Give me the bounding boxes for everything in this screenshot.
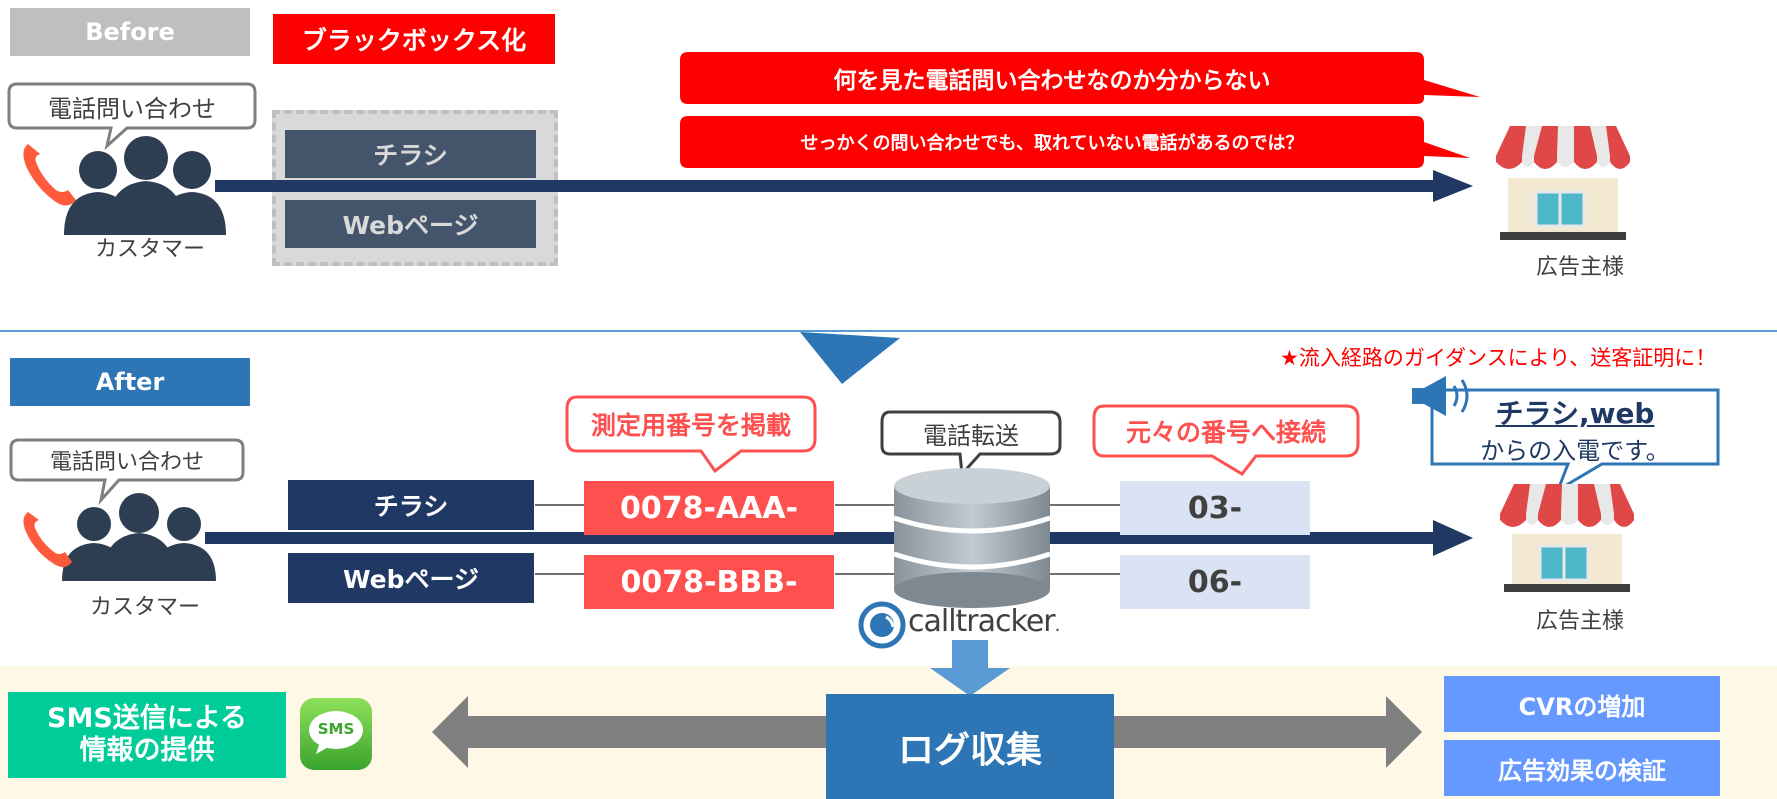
calltracker-logo-text: calltracker. [908, 604, 1060, 639]
before-customer-people-icon [23, 136, 226, 235]
after-flow-arrow [205, 520, 1473, 556]
before-flow-arrow [215, 170, 1473, 202]
sms-icon: SMS [300, 698, 372, 770]
after-customer-label: カスタマー [89, 595, 200, 620]
problem-bubble-2-text: せっかくの問い合わせでも、取れていない電話があるのでは？ [800, 133, 1304, 154]
guidance-title: チラシ,web [1495, 397, 1655, 430]
before-customer-label: カスタマー [94, 237, 205, 262]
after-media-web: Webページ [288, 553, 534, 603]
connect-label: 元々の番号へ接続 [1125, 418, 1326, 447]
guidance-box-shape [1430, 388, 1720, 494]
before-phone-icon [23, 144, 76, 206]
connector-lines [535, 504, 1120, 575]
benefit-ad-effect: 広告効果の検証 [1444, 740, 1720, 796]
tracking-number-aaa: 0078-AAA- [584, 481, 834, 535]
forward-label: 電話転送 [923, 421, 1019, 450]
connect-callout-shape [1092, 404, 1360, 476]
before-store-icon [1496, 126, 1630, 240]
after-phone-icon [23, 512, 72, 568]
benefit-cvr: CVRの増加 [1444, 676, 1720, 732]
before-speech-bubble [7, 82, 257, 151]
down-arrow [930, 640, 1010, 696]
database-icon [893, 468, 1051, 608]
problem-bubble-2-shape [680, 116, 1470, 168]
log-collection-box: ログ収集 [826, 694, 1114, 799]
original-number-06: 06- [1120, 555, 1310, 609]
after-advertiser-label: 広告主様 [1535, 609, 1624, 634]
after-media-flyer: チラシ [288, 480, 534, 530]
megaphone-icon [1412, 376, 1469, 416]
calltracker-logo-icon [858, 601, 906, 649]
before-advertiser-label: 広告主様 [1535, 255, 1624, 280]
after-customer-bubble-text: 電話問い合わせ [49, 450, 204, 475]
before-media-flyer: チラシ [285, 130, 536, 178]
after-speech-bubble [9, 438, 245, 506]
section-divider [0, 330, 1777, 332]
original-number-03: 03- [1120, 481, 1310, 535]
measure-label: 測定用番号を掲載 [590, 411, 791, 440]
transition-triangle [800, 332, 900, 384]
guidance-text: からの入電です。 [1480, 436, 1670, 465]
after-tag: After [10, 358, 250, 406]
before-media-web: Webページ [285, 200, 536, 248]
tracking-number-bbb: 0078-BBB- [584, 555, 834, 609]
after-customer-people-icon [23, 493, 216, 581]
blackbox-label: ブラックボックス化 [273, 14, 555, 64]
problem-bubble-1-text: 何を見た電話問い合わせなのか分からない [833, 68, 1271, 94]
before-customer-bubble-text: 電話問い合わせ [48, 94, 216, 123]
measure-callout-shape [565, 395, 817, 474]
sms-info-box: SMS送信による 情報の提供 [8, 692, 286, 778]
forward-callout-shape [880, 410, 1062, 478]
after-store-icon [1500, 484, 1634, 592]
sms-icon-text: SMS [317, 720, 355, 738]
problem-bubble-1-shape [680, 52, 1480, 104]
before-tag: Before [10, 8, 250, 56]
guidance-note: ★流入経路のガイダンスにより、送客証明に！ [1280, 346, 1717, 370]
